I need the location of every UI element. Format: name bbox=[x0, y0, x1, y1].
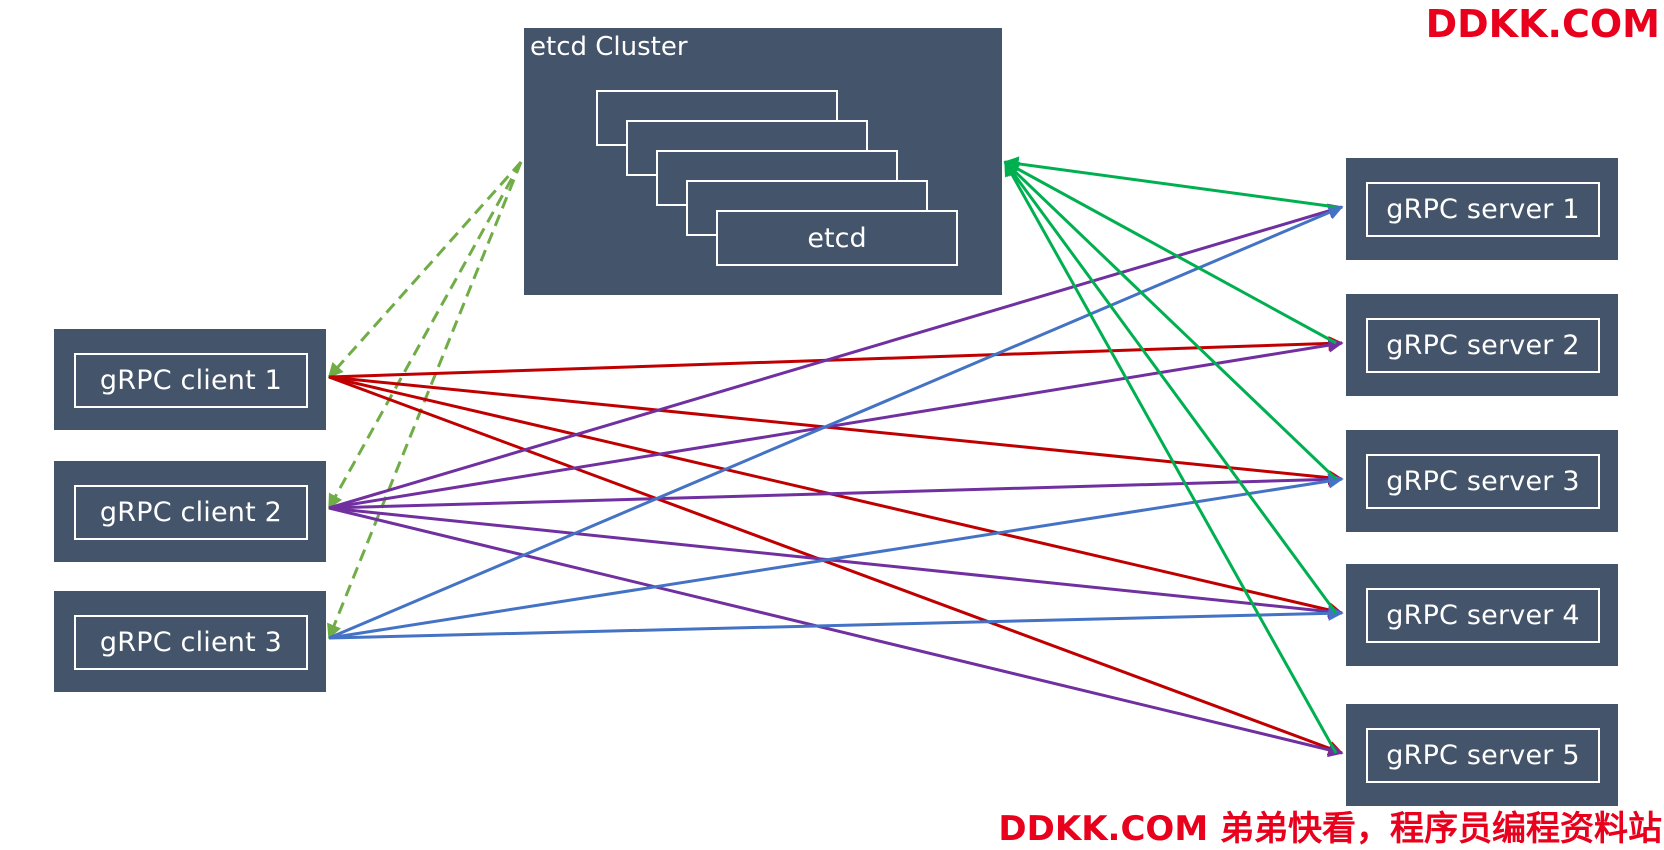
edge-c2-to-s1 bbox=[328, 203, 1344, 510]
etcd-cluster-title: etcd Cluster bbox=[530, 32, 688, 62]
edge-c1-to-s5 bbox=[328, 375, 1344, 756]
edge-s1-to-etcd bbox=[1003, 156, 1337, 209]
edge-c2-to-s5 bbox=[328, 506, 1344, 758]
edge-etcd-to-c1 bbox=[327, 161, 523, 379]
edge-s3-to-etcd bbox=[1003, 160, 1338, 481]
edge-c3-to-s4 bbox=[328, 605, 1344, 640]
edge-c2-to-s2 bbox=[328, 337, 1344, 510]
grpc-server-2: gRPC server 2 bbox=[1346, 294, 1618, 396]
grpc-client-1: gRPC client 1 bbox=[54, 329, 326, 430]
etcd-member-front: etcd bbox=[716, 210, 958, 266]
edge-c1-to-s2 bbox=[328, 335, 1344, 379]
grpc-client-2: gRPC client 2 bbox=[54, 461, 326, 562]
edge-s2-to-etcd bbox=[1003, 160, 1337, 345]
grpc-server-5-label: gRPC server 5 bbox=[1366, 728, 1600, 783]
grpc-server-4-label: gRPC server 4 bbox=[1366, 588, 1600, 643]
grpc-server-2-label: gRPC server 2 bbox=[1366, 318, 1600, 373]
grpc-server-3: gRPC server 3 bbox=[1346, 430, 1618, 532]
grpc-client-3: gRPC client 3 bbox=[54, 591, 326, 692]
grpc-client-1-label: gRPC client 1 bbox=[74, 353, 308, 408]
edge-etcd-to-c2 bbox=[327, 161, 523, 510]
grpc-client-2-label: gRPC client 2 bbox=[74, 485, 308, 540]
grpc-client-3-label: gRPC client 3 bbox=[74, 615, 308, 670]
edge-c2-to-s3 bbox=[328, 471, 1344, 510]
grpc-server-3-label: gRPC server 3 bbox=[1366, 454, 1600, 509]
grpc-server-5: gRPC server 5 bbox=[1346, 704, 1618, 806]
watermark-bottom: DDKK.COM 弟弟快看，程序员编程资料站 bbox=[998, 809, 1662, 849]
etcd-member-label: etcd bbox=[807, 222, 867, 254]
grpc-server-4: gRPC server 4 bbox=[1346, 564, 1618, 666]
watermark-top: DDKK.COM bbox=[1425, 2, 1660, 46]
edge-s4-to-etcd bbox=[1003, 160, 1338, 614]
grpc-server-1-label: gRPC server 1 bbox=[1366, 182, 1600, 237]
grpc-server-1: gRPC server 1 bbox=[1346, 158, 1618, 260]
edge-c3-to-s3 bbox=[328, 473, 1344, 640]
edge-c2-to-s4 bbox=[328, 506, 1344, 620]
etcd-cluster-box: etcd Cluster etcd bbox=[524, 28, 1002, 295]
edge-c3-to-s1 bbox=[328, 205, 1344, 640]
edge-s5-to-etcd bbox=[1003, 160, 1338, 754]
